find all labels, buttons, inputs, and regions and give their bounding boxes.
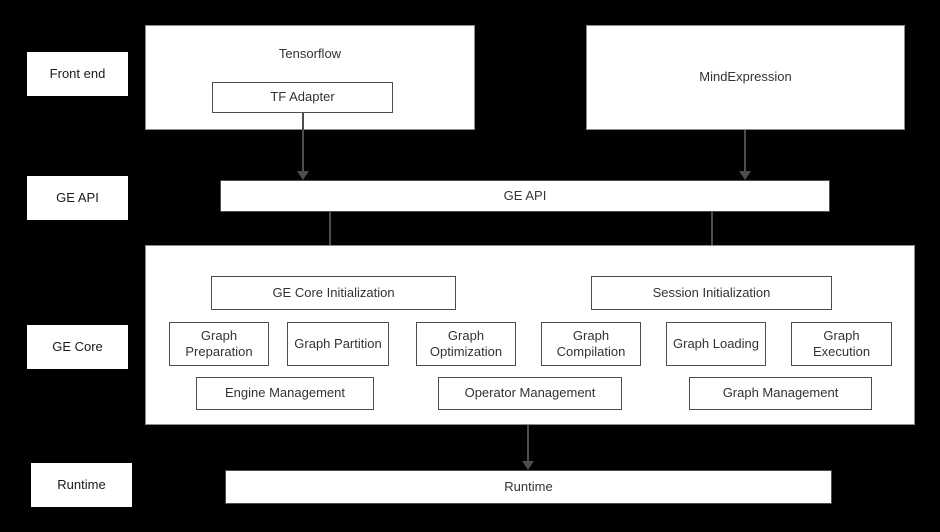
module-box-graph-execution: Graph Execution (791, 322, 892, 366)
tensorflow-title: Tensorflow (278, 46, 342, 61)
session-initialization-box: Session Initialization (591, 276, 832, 310)
arrow-me-to-geapi-head (739, 171, 751, 180)
arrow-tf-to-geapi-head (297, 171, 309, 180)
arrow-me-to-geapi-line (744, 130, 746, 171)
engine-management-box: Engine Management (196, 377, 374, 410)
side-label-ge-core: GE Core (27, 325, 128, 369)
graph-management-box: Graph Management (689, 377, 872, 410)
ge-core-box: GE Core Initialization Session Initializ… (145, 245, 915, 425)
operator-management-box: Operator Management (438, 377, 622, 410)
side-label-runtime: Runtime (31, 463, 132, 507)
side-label-ge-api: GE API (27, 176, 128, 220)
ge-core-initialization-box: GE Core Initialization (211, 276, 456, 310)
arrow-geapi-to-coreinit-line (329, 212, 331, 266)
tensorflow-box: Tensorflow TF Adapter (145, 25, 475, 130)
arrow-tf-to-geapi-line (302, 112, 304, 171)
runtime-bar: Runtime (225, 470, 832, 504)
ge-api-bar: GE API (220, 180, 830, 212)
arrow-geapi-to-sessioninit-line (711, 212, 713, 266)
arrow-gecore-to-runtime-head (522, 461, 534, 470)
tf-adapter-box: TF Adapter (212, 82, 393, 113)
mindexpression-box: MindExpression (586, 25, 905, 130)
side-label-front-end: Front end (27, 52, 128, 96)
module-box-graph-loading: Graph Loading (666, 322, 766, 366)
module-box-graph-preparation: Graph Preparation (169, 322, 269, 366)
arrow-gecore-to-runtime-line (527, 425, 529, 461)
module-box-graph-partition: Graph Partition (287, 322, 389, 366)
module-box-graph-compilation: Graph Compilation (541, 322, 641, 366)
module-box-graph-optimization: Graph Optimization (416, 322, 516, 366)
